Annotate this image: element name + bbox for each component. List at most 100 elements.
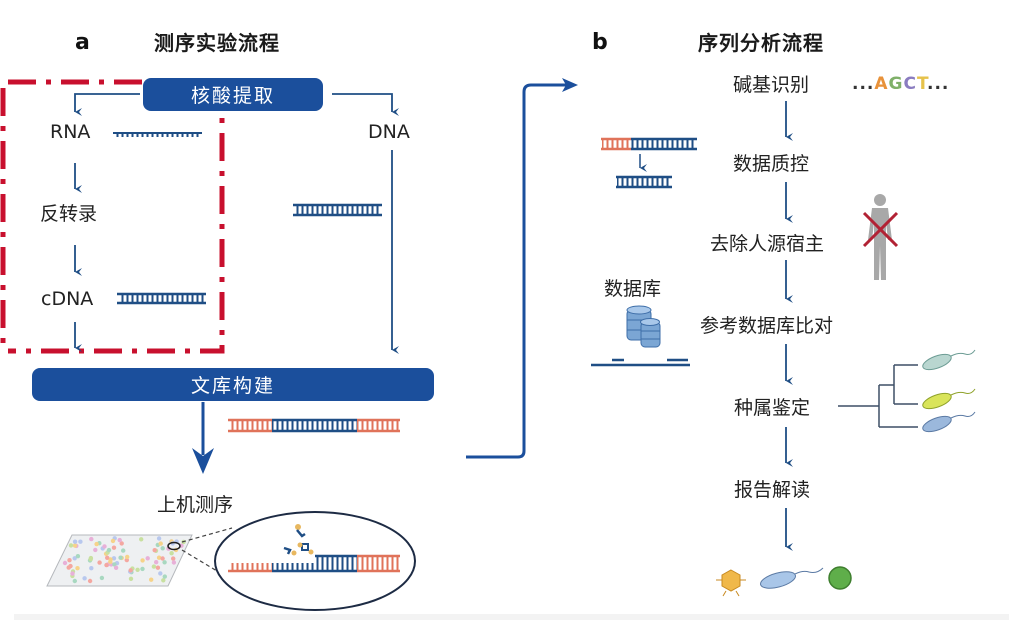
sequencing-label: 上机测序	[157, 494, 234, 516]
flow-cell-cluster	[166, 546, 171, 551]
bacterium-icon-2	[922, 388, 976, 410]
flow-cell-cluster	[111, 556, 117, 561]
arrow-a-to-b-head	[562, 78, 578, 92]
cdna-double-strand-icon	[117, 292, 206, 305]
cdna-label: cDNA	[41, 288, 94, 310]
flow-cell-cluster	[72, 578, 78, 584]
flow-cell-cluster	[68, 543, 74, 548]
flow-cell-cluster	[89, 566, 94, 571]
flow-cell-cluster	[160, 556, 165, 561]
arrow-extraction-to-rna	[74, 93, 140, 116]
species-tree-icon	[838, 364, 918, 428]
flow-cell-cluster	[104, 562, 109, 568]
flow-cell-cluster	[156, 536, 162, 541]
flow-cell-cluster	[118, 555, 123, 560]
flow-cell-cluster	[155, 565, 161, 570]
flow-cell-cluster	[99, 575, 105, 581]
flow-cell-cluster	[139, 537, 144, 542]
rna-highlight-border	[8, 79, 225, 354]
flow-cell-cluster	[171, 556, 176, 561]
database-label: 数据库	[604, 278, 662, 300]
rna-label: RNA	[50, 121, 91, 143]
panel-b-title: 序列分析流程	[698, 31, 824, 55]
flow-cell-cluster	[140, 566, 145, 572]
virus-icon	[716, 569, 746, 597]
flow-cell-cluster	[106, 547, 112, 553]
flow-cell-cluster	[169, 551, 174, 556]
flow-cell-cluster	[161, 578, 166, 583]
step-species-identification: 种属鉴定	[734, 397, 811, 419]
step-base-calling: 碱基识别	[733, 74, 810, 96]
flow-cell-cluster	[162, 574, 167, 579]
flow-cell-cluster	[72, 543, 78, 548]
flow-cell-cluster	[145, 556, 150, 561]
cell-icon	[828, 566, 852, 590]
arrow-library-to-sequencing	[192, 402, 214, 474]
bottom-band	[14, 614, 1009, 620]
dna-double-strand-icon	[293, 203, 382, 217]
flow-cell-cluster	[70, 571, 75, 576]
flow-cell-cluster	[160, 546, 165, 551]
base-G: G	[888, 74, 904, 94]
rna-strand-icon	[113, 132, 202, 137]
flow-cell-cluster	[171, 560, 177, 565]
flow-cell-cluster	[158, 571, 163, 576]
base-C: C	[903, 74, 917, 94]
flow-cell-cluster	[78, 539, 83, 544]
flow-cell-cluster	[72, 556, 77, 561]
sequencing-zoom-icon	[214, 511, 416, 611]
flow-cell-cluster	[105, 555, 110, 560]
nucleic-acid-extraction-box: 核酸提取	[143, 78, 323, 111]
flow-cell-cluster	[75, 566, 80, 571]
flow-cell-cluster	[151, 564, 157, 569]
flow-cell-cluster	[119, 541, 124, 546]
flow-cell-cluster	[87, 578, 93, 584]
flow-cell-cluster	[82, 576, 87, 581]
flow-cell-cluster	[88, 557, 93, 562]
dna-label: DNA	[368, 121, 410, 143]
reverse-transcription-label: 反转录	[40, 203, 98, 225]
flow-cell-cluster	[128, 568, 133, 573]
step-database-alignment: 参考数据库比对	[700, 315, 834, 337]
database-icon	[591, 305, 690, 367]
flow-cell-cluster	[97, 560, 102, 565]
flow-cell-cluster	[124, 557, 129, 563]
flow-cell-cluster	[162, 560, 167, 565]
step-data-qc: 数据质控	[733, 153, 810, 175]
flow-cell-cluster	[110, 538, 116, 544]
step-report-interpretation: 报告解读	[734, 479, 811, 501]
flow-cell-cluster	[125, 554, 130, 560]
flow-cell-cluster	[93, 547, 98, 553]
panel-a-title: 测序实验流程	[154, 31, 280, 55]
base-T: T	[917, 74, 928, 94]
flow-cell-cluster	[152, 548, 157, 553]
flow-cell-cluster	[135, 567, 140, 572]
bacterium-icon-3	[922, 411, 976, 433]
step-host-removal: 去除人源宿主	[710, 233, 825, 255]
flow-cell-cluster	[156, 555, 162, 560]
base-prefix: ...	[852, 74, 875, 94]
bacterium-icon-report	[760, 567, 824, 589]
panel-b-letter: b	[592, 30, 608, 55]
flow-cell-cluster	[117, 537, 122, 543]
flow-cell-cluster	[72, 539, 78, 544]
flow-cell-cluster	[108, 559, 113, 564]
flow-cell-cluster	[89, 536, 94, 542]
flow-cell-cluster	[94, 541, 99, 547]
library-fragment-icon	[228, 418, 400, 433]
flow-cell-cluster	[62, 560, 68, 566]
flow-cell-cluster	[68, 563, 73, 569]
panel-a-letter: a	[75, 30, 90, 55]
flow-cell-cluster	[128, 576, 134, 581]
flow-cell-cluster	[121, 548, 126, 553]
flow-cell-cluster	[102, 544, 107, 549]
arrow-extraction-to-dna	[332, 93, 399, 116]
base-suffix: ...	[927, 74, 950, 94]
flow-cell-cluster	[67, 558, 72, 563]
flow-cell-cluster	[140, 558, 145, 563]
qc-trim-icon	[601, 137, 697, 189]
flow-cell-cluster	[111, 545, 117, 550]
base-A: A	[874, 74, 889, 94]
flow-cell-cluster	[75, 554, 81, 559]
